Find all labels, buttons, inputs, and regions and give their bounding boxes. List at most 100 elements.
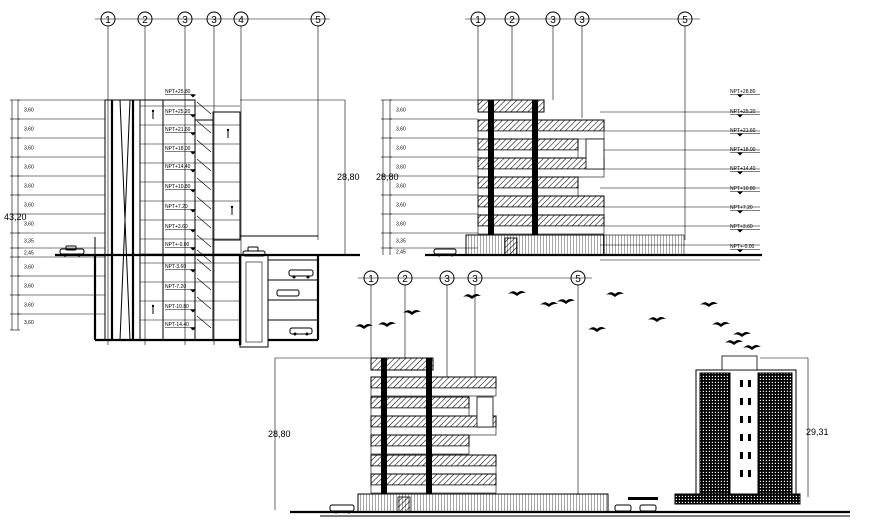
building-section: 1 2 3 3 4 5 3,603,603,603,603,603,603,60… bbox=[4, 11, 360, 348]
level-arrow-icon bbox=[737, 94, 743, 98]
bird-icon bbox=[743, 345, 761, 350]
dimension-value: 3,60 bbox=[24, 184, 34, 190]
glazing-band bbox=[370, 445, 470, 455]
elevation-top-axis-grid: 1 2 3 3 5 bbox=[465, 11, 700, 240]
floor-slab-hatched bbox=[477, 157, 605, 170]
dimension-value: 3,60 bbox=[396, 222, 406, 228]
level-arrow-icon bbox=[737, 171, 743, 175]
elev-top-axis-2-label: 2 bbox=[509, 15, 515, 26]
dimension-value: 2,45 bbox=[24, 251, 34, 257]
level-label: NPT+3.60 bbox=[165, 224, 188, 230]
level-arrow-icon bbox=[190, 132, 196, 136]
dimension-value: 3,60 bbox=[24, 284, 34, 290]
bird-icon bbox=[403, 310, 421, 315]
level-arrow-icon bbox=[737, 191, 743, 195]
tower-window bbox=[748, 470, 751, 477]
level-arrow-icon bbox=[737, 114, 743, 118]
level-label: NPT+7.20 bbox=[730, 205, 753, 211]
dimension-value: 3,60 bbox=[24, 146, 34, 152]
section-side-dimension: 28,80 bbox=[240, 99, 360, 255]
level-arrow-icon bbox=[190, 269, 196, 273]
stair-flight bbox=[196, 258, 212, 272]
section-axis-grid: 1 2 3 3 4 5 bbox=[95, 11, 330, 345]
stair-flight bbox=[196, 139, 212, 153]
section-axis-5-label: 5 bbox=[315, 15, 321, 26]
level-label: NPT-7.20 bbox=[165, 284, 186, 290]
tower-window bbox=[748, 398, 751, 405]
bird-icon bbox=[700, 302, 718, 307]
stair-flight bbox=[196, 101, 212, 115]
section-total-height: 43,20 bbox=[4, 212, 27, 222]
dimension-value: 2,45 bbox=[396, 250, 406, 256]
level-label: NPT+25.20 bbox=[165, 109, 191, 115]
section-axis-3b-label: 3 bbox=[211, 15, 217, 26]
elev-top-axis-1-label: 1 bbox=[475, 15, 481, 26]
glazing-band bbox=[477, 225, 605, 235]
glazing-band bbox=[477, 206, 605, 216]
floor-slab-hatched bbox=[370, 376, 497, 389]
elev-bot-axis-2: 2 bbox=[397, 270, 413, 358]
bird-icon bbox=[540, 302, 558, 307]
dimension-value: 3,60 bbox=[396, 165, 406, 171]
level-arrow-icon bbox=[190, 289, 196, 293]
dimension-value: 3,60 bbox=[396, 184, 406, 190]
car-icon bbox=[639, 504, 657, 512]
elevation-bottom-dimension-right: 29,31 bbox=[760, 357, 829, 497]
column bbox=[532, 100, 538, 235]
level-arrow-icon bbox=[190, 327, 196, 331]
dimension-value: 3,60 bbox=[396, 108, 406, 114]
elev-bot-axis-5: 5 bbox=[570, 270, 586, 495]
tower-window bbox=[748, 434, 751, 441]
elev-bot-axis-2-label: 2 bbox=[402, 274, 408, 285]
elev-top-axis-2: 2 bbox=[504, 11, 520, 100]
level-arrow-icon bbox=[737, 152, 743, 156]
elev-top-axis-3b-label: 3 bbox=[579, 15, 585, 26]
level-label: NPT-3.60 bbox=[165, 264, 186, 270]
bird-icon bbox=[712, 322, 730, 327]
elev-top-axis-3a-label: 3 bbox=[550, 15, 556, 26]
floor-slab-hatched bbox=[370, 473, 497, 486]
front-elevation-bottom: 1 2 3 3 5 28,80 29,31 bbox=[268, 270, 850, 517]
stair-flight bbox=[196, 177, 212, 191]
stair-flight bbox=[196, 215, 212, 229]
side-balcony bbox=[476, 396, 494, 428]
tower-window bbox=[740, 470, 743, 477]
elev-bot-axis-5-label: 5 bbox=[575, 274, 581, 285]
elev-top-axis-5-label: 5 bbox=[682, 15, 688, 26]
bird-flock-icons bbox=[355, 291, 761, 350]
floor-slab-hatched bbox=[477, 195, 605, 208]
elevation-top-dimension: 3,603,603,603,603,603,603,603,352,45 28,… bbox=[376, 99, 406, 256]
glazing-band bbox=[370, 484, 497, 494]
side-balcony bbox=[585, 138, 605, 170]
level-arrow-icon bbox=[190, 94, 196, 98]
section-axis-3a: 3 bbox=[177, 11, 193, 345]
car-icon bbox=[329, 504, 355, 514]
level-arrow-icon bbox=[737, 133, 743, 137]
glazing-band bbox=[477, 130, 605, 140]
stair-flight bbox=[196, 315, 212, 329]
floor-slab-hatched bbox=[370, 454, 497, 467]
level-label: NPT+10.80 bbox=[730, 186, 756, 192]
section-axis-5: 5 bbox=[310, 11, 326, 240]
elevation-top-level-labels: NPT+28.80NPT+25.20NPT+21.60NPT+18.00NPT+… bbox=[730, 89, 760, 253]
elevation-bottom-main-building bbox=[370, 357, 497, 513]
level-label: NPT+18.00 bbox=[730, 147, 756, 153]
dimension-value: 3,60 bbox=[24, 265, 34, 271]
ground-floor-facade bbox=[465, 234, 605, 256]
stair-flight bbox=[196, 120, 212, 134]
dimension-value: 3,60 bbox=[24, 320, 34, 326]
level-label: NPT+21.60 bbox=[165, 127, 191, 133]
level-label: NPT+25.20 bbox=[730, 109, 756, 115]
level-label: NPT+-0.00 bbox=[730, 244, 755, 250]
section-level-labels: NPT+25.80NPT+25.20NPT+21.60NPT+18.00NPT+… bbox=[165, 89, 196, 331]
section-ground bbox=[55, 235, 360, 348]
section-axis-3a-label: 3 bbox=[182, 15, 188, 26]
dimension-value: 3,60 bbox=[396, 146, 406, 152]
floor-slab-hatched bbox=[477, 214, 605, 227]
entrance-door bbox=[504, 237, 518, 256]
elevation-bottom-right-tower bbox=[674, 355, 801, 505]
level-arrow-icon bbox=[190, 309, 196, 313]
level-label: NPT+10.80 bbox=[165, 184, 191, 190]
elevation-bottom-podium bbox=[290, 493, 850, 517]
